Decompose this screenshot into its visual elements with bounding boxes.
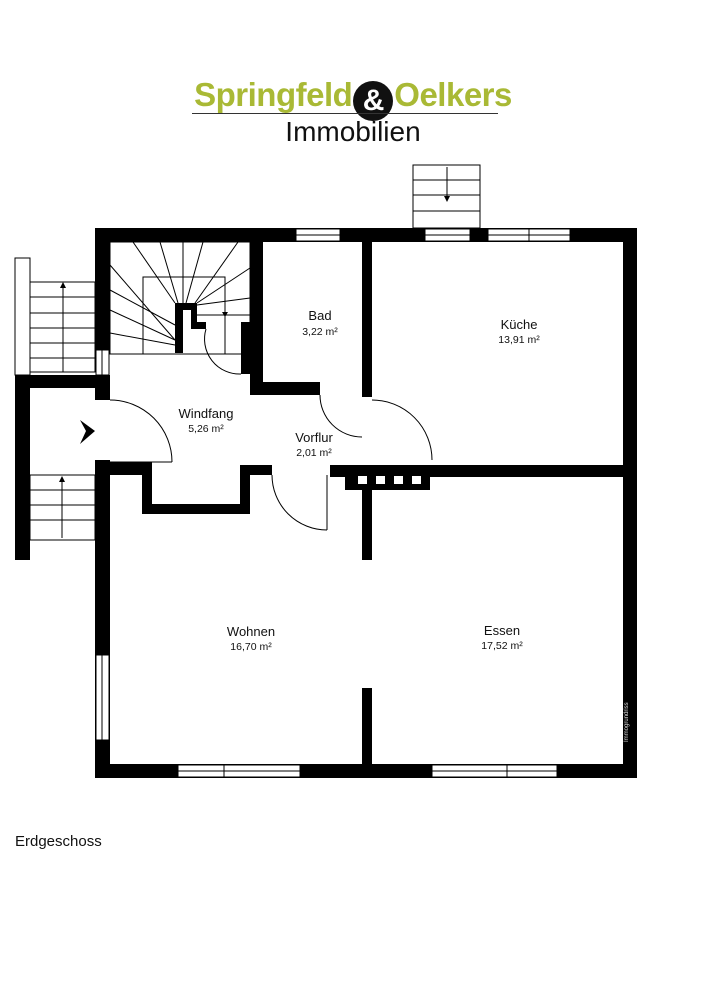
room-name-vorflur: Vorflur — [295, 430, 333, 445]
stairs — [29, 164, 481, 541]
doors — [109, 328, 433, 531]
entrance-arrow-icon — [80, 420, 95, 444]
floor-label: Erdgeschoss — [15, 833, 102, 850]
company-logo: Springfeld&Oelkers — [0, 76, 706, 121]
watermark: Immogrundriss — [624, 702, 630, 742]
room-area-windfang: 5,26 m² — [188, 423, 224, 435]
room-area-bad: 3,22 m² — [302, 326, 338, 338]
stair-arrowheads — [59, 196, 450, 482]
room-name-essen: Essen — [484, 623, 520, 638]
chimney-openings — [358, 476, 421, 484]
logo-subtitle: Immobilien — [285, 116, 421, 147]
room-area-kueche: 13,91 m² — [498, 334, 540, 346]
logo-ampersand: & — [353, 81, 394, 121]
room-area-essen: 17,52 m² — [481, 640, 523, 652]
room-name-bad: Bad — [308, 308, 331, 323]
logo-brand-left: Springfeld — [194, 76, 353, 113]
room-name-kueche: Küche — [501, 317, 538, 332]
room-name-windfang: Windfang — [179, 406, 234, 421]
room-area-wohnen: 16,70 m² — [230, 641, 272, 653]
room-area-vorflur: 2,01 m² — [296, 447, 332, 459]
windows — [14, 228, 571, 778]
logo-brand-right: Oelkers — [394, 76, 512, 113]
room-name-wohnen: Wohnen — [227, 624, 275, 639]
logo-divider — [192, 113, 498, 114]
